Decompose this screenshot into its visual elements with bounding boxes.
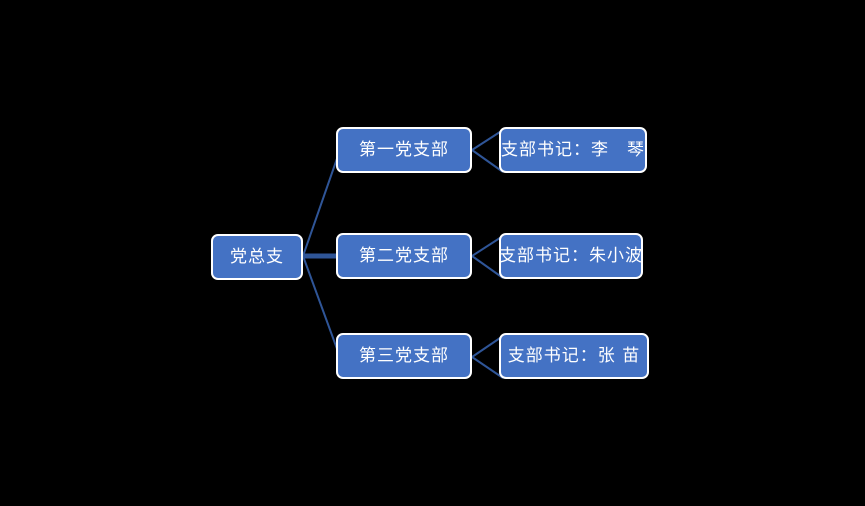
node-branch-first[interactable]: 第一党支部 (336, 127, 472, 173)
connector-root-to-branch-3 (302, 255, 341, 358)
node-leaf-secretary-first[interactable]: 支部书记：李 琴 (499, 127, 647, 173)
node-branch-second[interactable]: 第二党支部 (336, 233, 472, 279)
node-branch-third[interactable]: 第三党支部 (336, 333, 472, 379)
connector-root-to-branch-1 (302, 149, 341, 257)
node-root-party-general-branch[interactable]: 党总支 (211, 234, 303, 280)
node-leaf-secretary-third[interactable]: 支部书记：张 苗 (499, 333, 649, 379)
node-leaf-secretary-second[interactable]: 支部书记：朱小波 (499, 233, 643, 279)
